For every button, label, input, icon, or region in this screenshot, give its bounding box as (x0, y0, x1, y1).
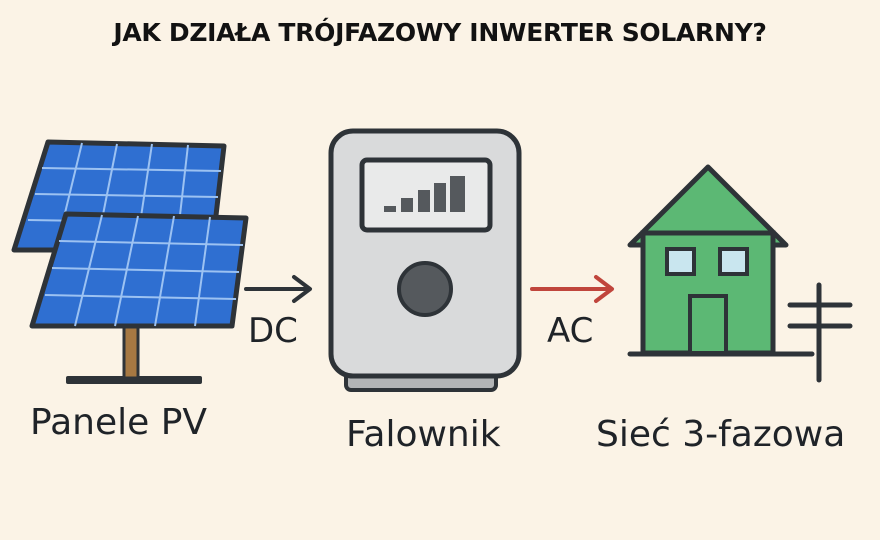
ac-arrow (530, 275, 614, 303)
inverter-label: Falownik (346, 414, 501, 455)
grid-label: Sieć 3-fazowa (596, 414, 846, 455)
dc-label: DC (248, 311, 298, 351)
power-line-icon (787, 282, 853, 383)
ac-label: AC (547, 311, 594, 351)
panels-label: Panele PV (30, 402, 208, 443)
signal-bars-icon (384, 176, 465, 212)
house-icon (627, 164, 815, 357)
diagram-title: JAK DZIAŁA TRÓJFAZOWY INWERTER SOLARNY? (113, 18, 767, 47)
inverter-icon (328, 128, 522, 392)
solar-panels-icon (11, 139, 249, 384)
dc-arrow (244, 275, 312, 303)
